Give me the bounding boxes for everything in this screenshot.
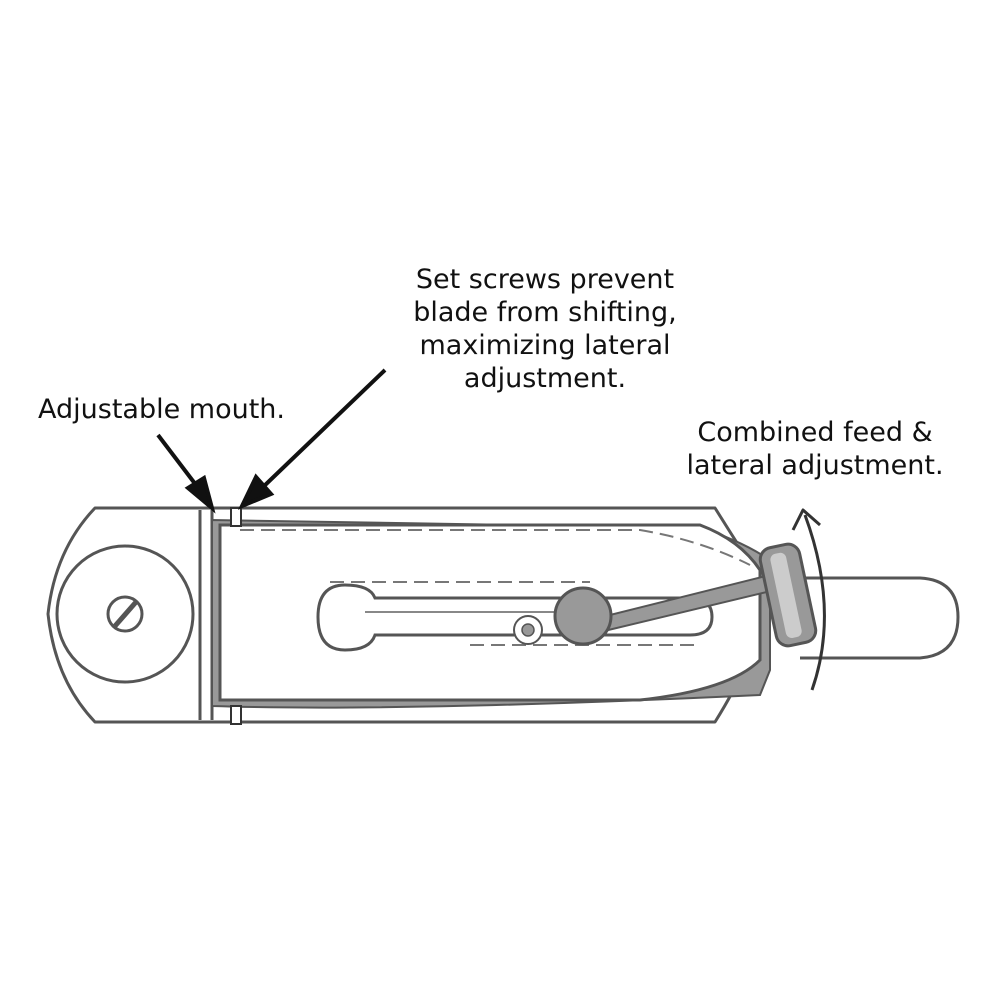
rotation-arrow-arc (803, 514, 826, 691)
set-screws-callout: Set screws prevent blade from shifting, … (350, 263, 740, 395)
set-screws (230, 507, 242, 725)
set-screws-callout-line-3: maximizing lateral (419, 330, 671, 361)
adjustable-mouth-callout: Adjustable mouth. (38, 393, 285, 426)
set-screws-callout-line-2: blade from shifting, (413, 297, 677, 328)
feed-adjustment-callout: Combined feed & lateral adjustment. (660, 416, 970, 482)
set-screws-callout-line-4: adjustment. (463, 363, 627, 394)
blade-dashed-outline (240, 529, 751, 566)
lever-cap-slot (316, 583, 714, 652)
feed-adjustment-callout-line-1: Combined feed & (697, 417, 933, 448)
rotation-arrow-head-icon (791, 508, 821, 531)
leader-arrows (156, 368, 387, 514)
feed-wheel-highlight (770, 552, 802, 639)
set-screw-bottom-icon (230, 705, 242, 725)
set-screw-top-icon (230, 507, 242, 527)
rear-handle-outline (800, 576, 960, 660)
feed-adjustment-callout-line-2: lateral adjustment. (686, 450, 944, 481)
rotation-arrow (791, 508, 826, 691)
knob-screw-slot (113, 600, 138, 628)
adjuster-pivot-icon (553, 586, 613, 646)
set-screws-callout-line-1: Set screws prevent (415, 264, 675, 295)
front-knob (55, 544, 195, 684)
adjustable-mouth-callout-text: Adjustable mouth. (38, 394, 285, 425)
lever-cap-screw-inner-icon (521, 623, 535, 637)
mouth-leader-line (156, 433, 198, 487)
set-screws-leader-arrowhead-icon (237, 473, 275, 510)
slot-outline (316, 583, 714, 652)
feed-wheel (758, 542, 960, 660)
set-screws-leader-line (260, 368, 387, 490)
mouth-leader-arrowhead-icon (184, 474, 216, 514)
